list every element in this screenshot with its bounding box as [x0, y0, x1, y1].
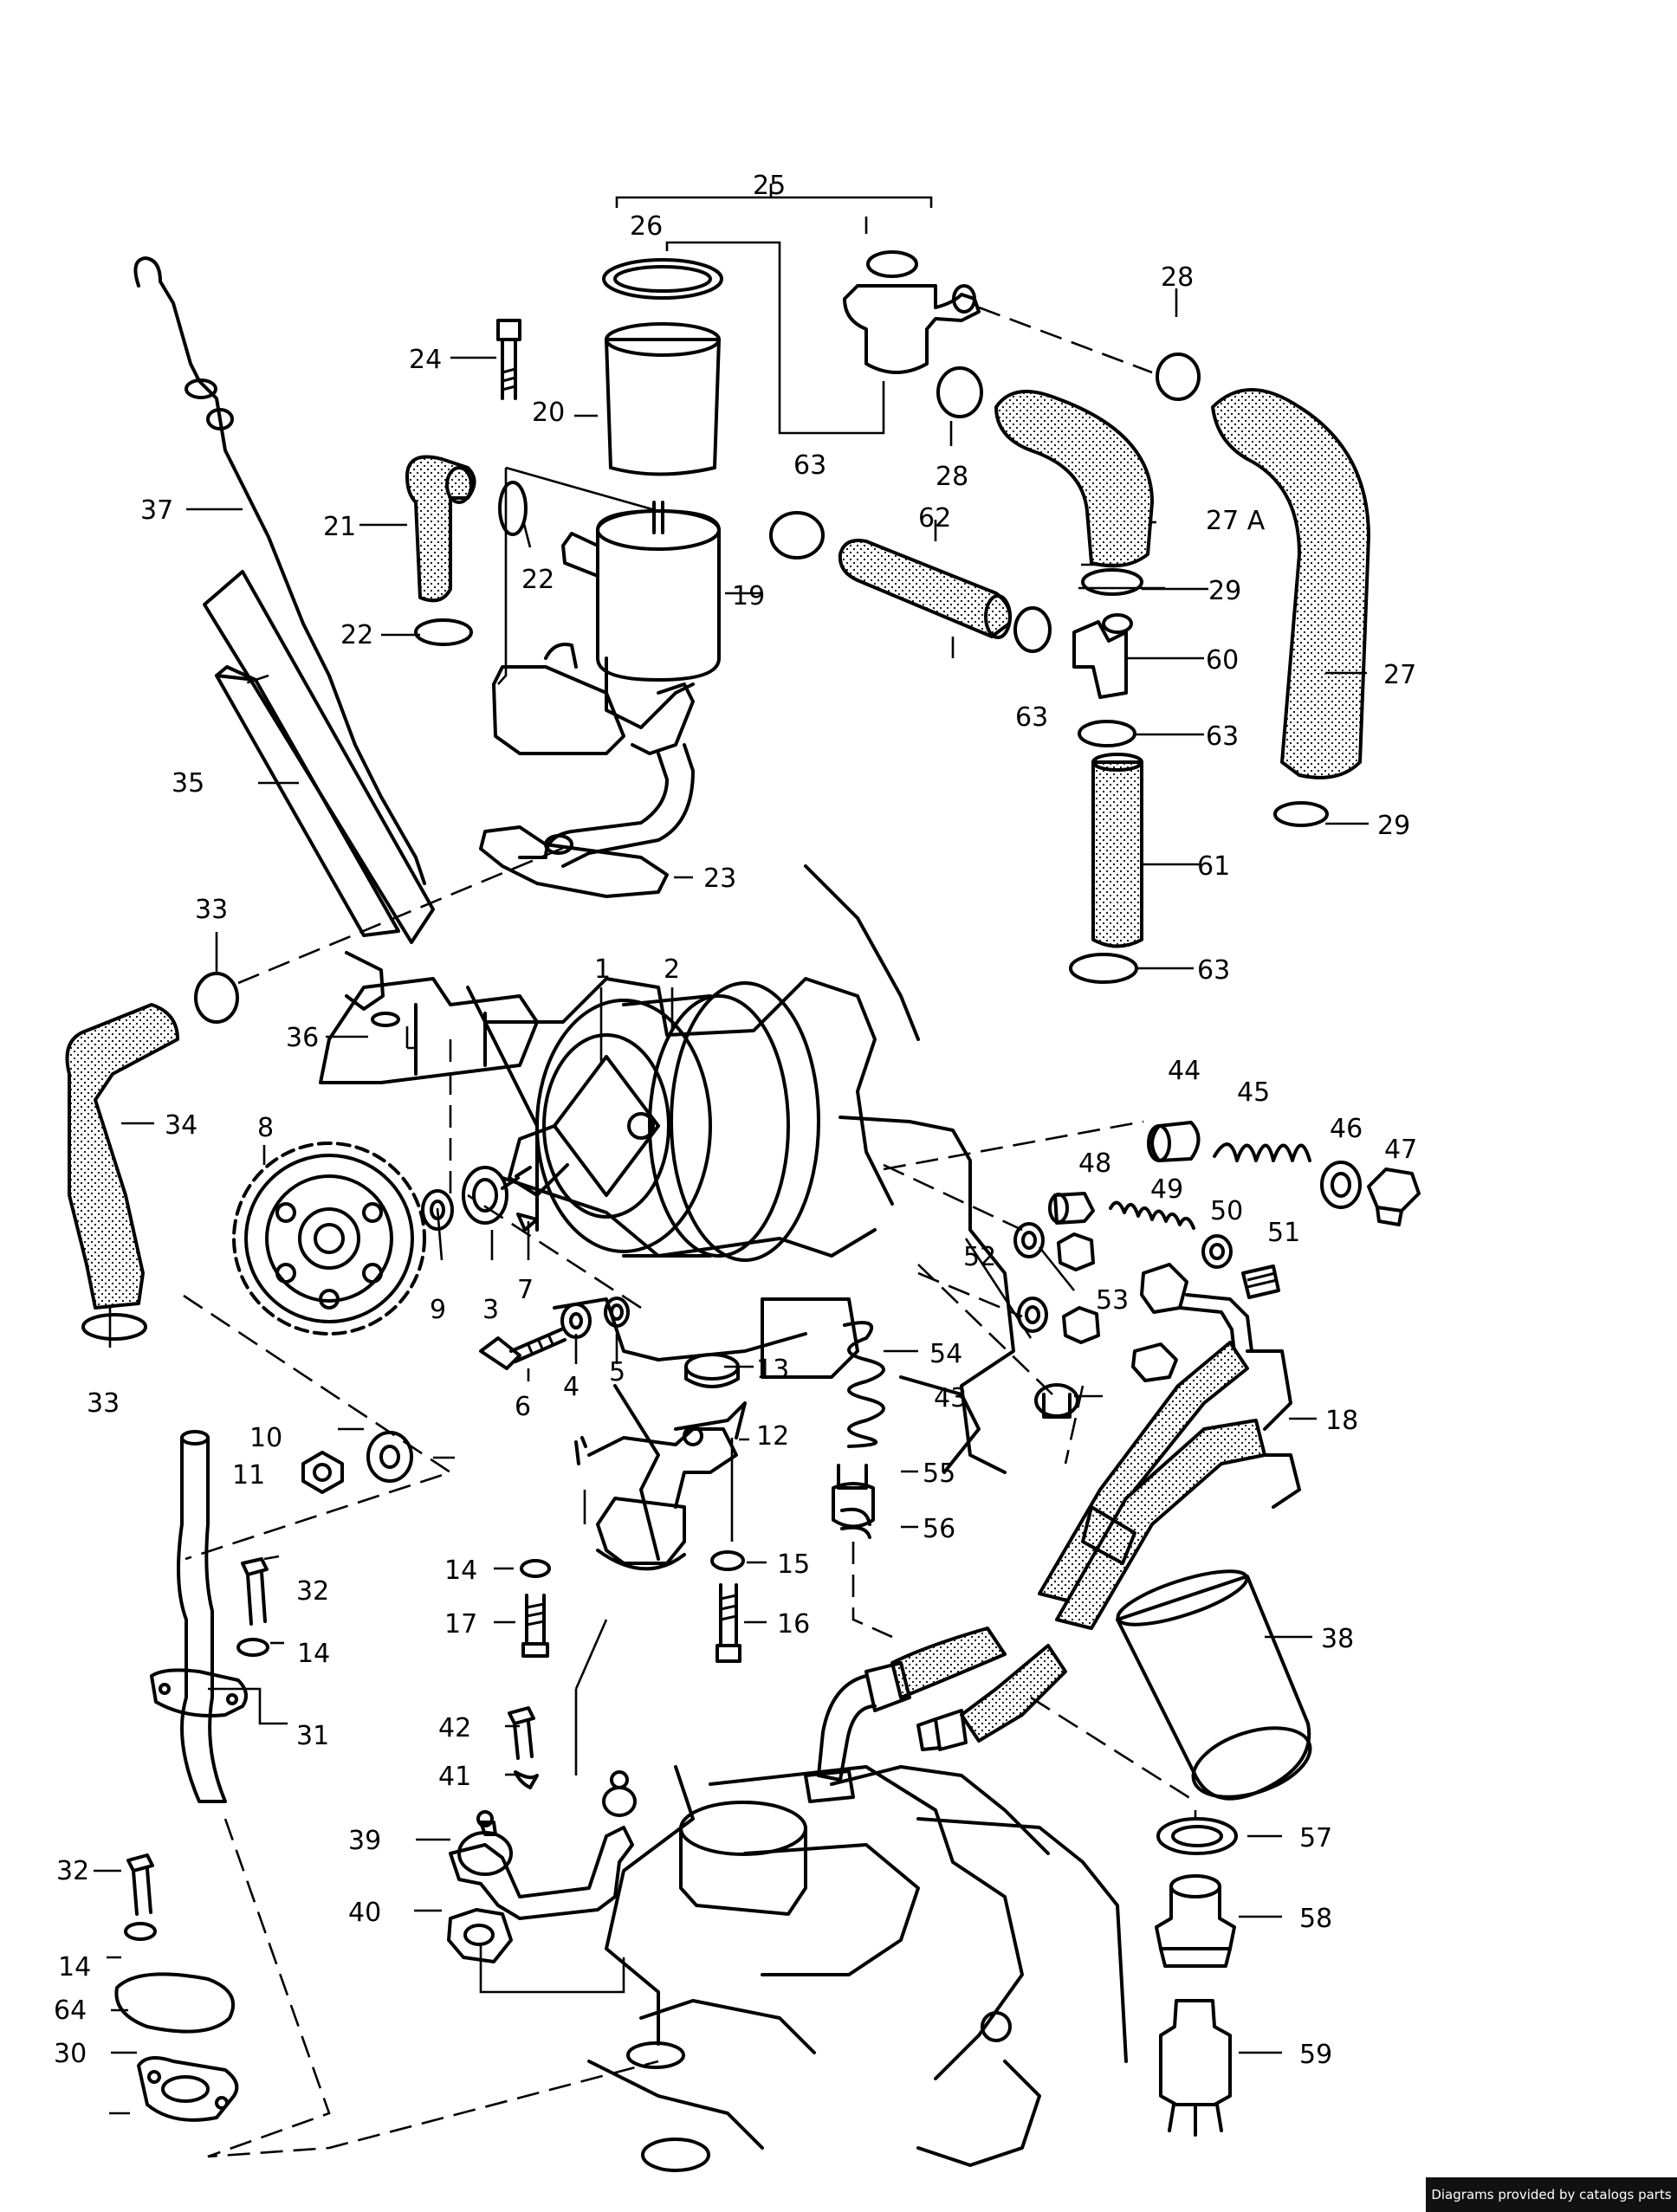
callout-32b: 32: [56, 1856, 89, 1886]
elbow-hose-21: [405, 455, 528, 646]
callout-7: 7: [517, 1275, 534, 1305]
callout-29a: 29: [1208, 576, 1241, 606]
callout-43: 43: [934, 1383, 967, 1413]
callout-40: 40: [348, 1898, 381, 1928]
callout-58: 58: [1299, 1904, 1332, 1934]
callout-23: 23: [703, 863, 736, 894]
callout-5: 5: [609, 1357, 625, 1387]
callout-63c: 63: [1206, 721, 1239, 752]
callout-49: 49: [1150, 1174, 1183, 1205]
springs-plugs: [832, 1321, 885, 1539]
callout-44: 44: [1168, 1056, 1201, 1086]
callout-25: 25: [753, 171, 786, 201]
callout-11: 11: [232, 1460, 265, 1491]
callout-20: 20: [532, 398, 565, 428]
callout-21: 21: [323, 512, 356, 542]
callout-42: 42: [438, 1713, 471, 1743]
callout-52: 52: [963, 1242, 996, 1272]
callout-57: 57: [1299, 1823, 1332, 1853]
callout-56: 56: [923, 1514, 955, 1544]
callout-6: 6: [515, 1392, 531, 1422]
oil-filter: [1116, 1569, 1312, 1801]
callout-61: 61: [1197, 851, 1230, 882]
callout-3: 3: [482, 1295, 499, 1325]
callout-28a: 28: [1161, 262, 1194, 293]
callout-14b: 14: [297, 1639, 330, 1669]
callout-26: 26: [630, 211, 663, 242]
callout-31: 31: [296, 1721, 329, 1751]
callout-39: 39: [348, 1826, 381, 1856]
callout-14a: 14: [444, 1556, 477, 1586]
callout-4: 4: [563, 1372, 580, 1402]
callout-15: 15: [777, 1549, 810, 1580]
callout-46: 46: [1330, 1114, 1363, 1144]
callout-labels: 1 2 3 4 5 6 7 8 9 10 11 12 13 14 14 14 1…: [54, 171, 1417, 2070]
toothed-gear: [232, 1142, 426, 1336]
callout-59: 59: [1299, 2040, 1332, 2070]
dipstick-tube: [133, 256, 435, 1027]
watermark-credit: Diagrams provided by catalogs parts: [1426, 2177, 1677, 2212]
hose-34: [65, 972, 239, 1341]
callout-27: 27: [1383, 660, 1416, 690]
callout-33b: 33: [87, 1388, 120, 1419]
callout-34: 34: [165, 1110, 197, 1141]
leader-lines: [94, 184, 1369, 2158]
callout-54: 54: [929, 1339, 962, 1369]
callout-50: 50: [1210, 1196, 1243, 1226]
relief-valve-parts: [1013, 1121, 1421, 1419]
plate-gaskets: [114, 1430, 248, 2122]
callout-1: 1: [594, 954, 611, 985]
callout-14c: 14: [58, 1952, 91, 1982]
callout-8: 8: [257, 1113, 274, 1143]
callout-27a: 27 A: [1206, 506, 1266, 536]
callout-62: 62: [918, 503, 951, 534]
callout-18: 18: [1325, 1406, 1358, 1436]
callout-47: 47: [1384, 1135, 1417, 1165]
callout-10: 10: [249, 1423, 282, 1453]
breather-housing: [479, 250, 981, 898]
callout-41: 41: [438, 1762, 471, 1792]
seals-washers: [421, 1166, 630, 1370]
coolant-hoses: [769, 352, 1370, 984]
callout-17: 17: [444, 1609, 477, 1640]
engine-block: [319, 864, 1128, 2172]
water-pump: [501, 981, 820, 1262]
callout-60: 60: [1206, 645, 1239, 676]
callout-45: 45: [1237, 1077, 1270, 1108]
bolts-small: [124, 1550, 745, 1941]
oil-pump: [574, 1353, 747, 1571]
callout-51: 51: [1267, 1218, 1300, 1248]
callout-32a: 32: [296, 1576, 329, 1607]
callout-53: 53: [1096, 1285, 1129, 1316]
breather-bracket: [447, 1770, 637, 1963]
oil-hoses: [804, 1341, 1301, 1803]
callout-22b: 22: [340, 620, 373, 650]
callout-9: 9: [430, 1295, 446, 1325]
sender-parts: [1155, 1817, 1238, 2137]
callout-29b: 29: [1377, 811, 1410, 841]
callout-22a: 22: [521, 565, 554, 595]
callout-48: 48: [1078, 1148, 1111, 1179]
callout-13: 13: [756, 1355, 789, 1385]
callout-30: 30: [54, 2039, 87, 2069]
callout-55: 55: [923, 1458, 955, 1489]
callout-64: 64: [54, 1995, 87, 2026]
callout-63a: 63: [793, 450, 826, 481]
callout-37: 37: [140, 495, 173, 526]
callout-16: 16: [777, 1609, 810, 1640]
callout-2: 2: [664, 954, 680, 985]
callout-38: 38: [1321, 1624, 1354, 1654]
callout-28b: 28: [936, 462, 968, 492]
callout-35: 35: [172, 768, 204, 799]
callout-24: 24: [409, 345, 442, 375]
callout-63d: 63: [1197, 955, 1230, 986]
callout-63b: 63: [1015, 702, 1048, 733]
nut-washer: [301, 1431, 413, 1494]
callout-12: 12: [756, 1421, 789, 1452]
callout-19: 19: [732, 581, 765, 611]
callout-33a: 33: [195, 895, 228, 925]
callout-36: 36: [286, 1023, 319, 1053]
